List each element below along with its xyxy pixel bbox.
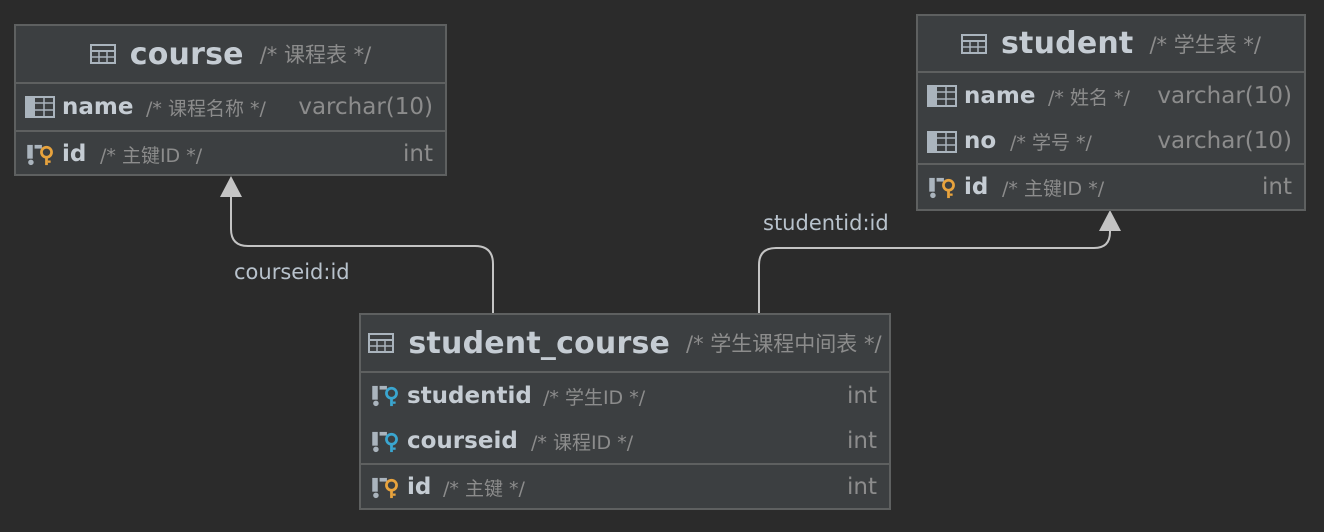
edge-label-studentid: studentid:id (763, 211, 889, 235)
column-comment: /* 主键ID */ (100, 144, 203, 167)
section-divider (16, 130, 445, 132)
column-comment: /* 学生ID */ (543, 386, 646, 409)
column-comment: /* 姓名 */ (1048, 86, 1130, 109)
column-type: int (1262, 174, 1292, 200)
column-name: id (407, 474, 432, 500)
table-icon (89, 44, 116, 64)
column-type: varchar(10) (1157, 128, 1292, 154)
foreign-key-icon (372, 385, 398, 407)
table-icon (368, 333, 395, 353)
column-name: id (62, 141, 87, 167)
section-divider (918, 163, 1304, 165)
section-divider (361, 463, 889, 465)
column-row[interactable]: id /* 主键ID */ int (16, 132, 445, 176)
column-comment: /* 学号 */ (1010, 131, 1092, 154)
column-row[interactable]: studentid /* 学生ID */ int (361, 373, 889, 419)
column-comment: /* 主键ID */ (1002, 177, 1105, 200)
entity-course[interactable]: course /* 课程表 */ name /* 课程名称 */ varchar… (14, 24, 447, 176)
edge-courseid[interactable] (230, 196, 494, 313)
column-row[interactable]: name /* 姓名 */ varchar(10) (918, 73, 1304, 119)
entity-title: student_course (408, 325, 671, 361)
entity-header: course /* 课程表 */ (16, 26, 445, 84)
column-name: id (964, 174, 989, 200)
entity-student[interactable]: student /* 学生表 */ name /* 姓名 */ varchar(… (916, 14, 1306, 211)
edge-label-courseid: courseid:id (234, 260, 350, 284)
column-row[interactable]: no /* 学号 */ varchar(10) (918, 119, 1304, 163)
column-comment: /* 主键 */ (443, 477, 525, 500)
column-row[interactable]: id /* 主键ID */ int (918, 165, 1304, 209)
column-comment: /* 课程ID */ (531, 431, 634, 454)
entity-student-course[interactable]: student_course /* 学生课程中间表 */ studentid /… (359, 313, 891, 510)
column-icon (927, 131, 957, 153)
entity-title: course (129, 36, 244, 72)
entity-header: student_course /* 学生课程中间表 */ (361, 315, 889, 373)
column-icon (927, 85, 957, 107)
arrowhead-course (220, 176, 242, 197)
column-type: int (847, 428, 877, 454)
column-type: int (847, 474, 877, 500)
column-name: studentid (407, 383, 532, 409)
foreign-key-icon (372, 431, 398, 453)
primary-key-icon (27, 144, 53, 166)
column-type: int (847, 383, 877, 409)
column-row[interactable]: courseid /* 课程ID */ int (361, 419, 889, 463)
column-name: courseid (407, 428, 518, 454)
entity-comment: /* 学生表 */ (1149, 32, 1261, 57)
column-type: int (403, 141, 433, 167)
primary-key-icon (929, 177, 955, 199)
table-icon (961, 33, 987, 54)
entity-comment: /* 学生课程中间表 */ (686, 332, 882, 356)
entity-header: student /* 学生表 */ (918, 16, 1304, 73)
primary-key-icon (372, 477, 398, 499)
arrowhead-student (1099, 210, 1121, 231)
column-name: name (62, 94, 134, 120)
column-row[interactable]: name /* 课程名称 */ varchar(10) (16, 84, 445, 130)
column-type: varchar(10) (298, 94, 433, 120)
entity-title: student (1001, 26, 1134, 61)
column-name: name (964, 83, 1036, 109)
column-type: varchar(10) (1157, 83, 1292, 109)
column-row[interactable]: id /* 主键 */ int (361, 465, 889, 509)
edge-studentid[interactable] (758, 230, 1111, 313)
column-comment: /* 课程名称 */ (146, 97, 266, 120)
column-icon (25, 96, 55, 118)
column-name: no (964, 128, 997, 154)
entity-comment: /* 课程表 */ (259, 43, 372, 67)
